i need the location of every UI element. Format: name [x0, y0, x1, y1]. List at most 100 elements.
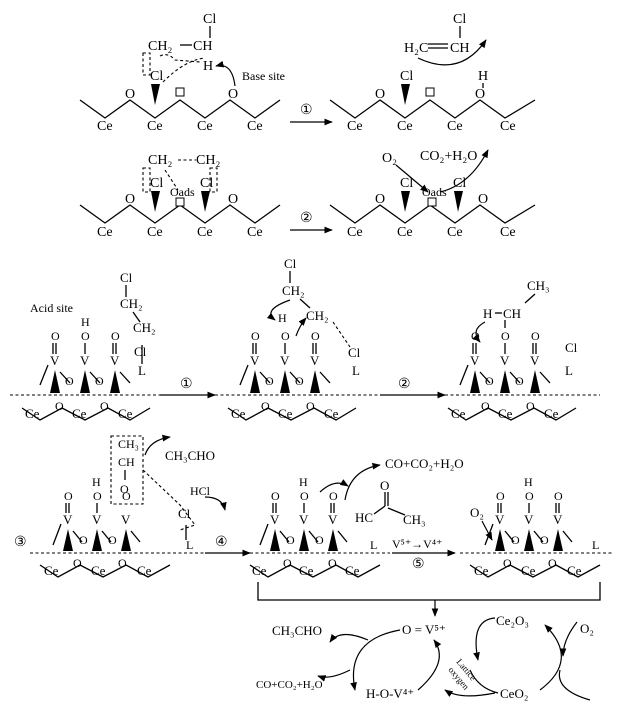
o-atom: O: [55, 399, 64, 413]
cl-atom: Cl: [134, 344, 147, 359]
h-atom: H: [483, 306, 492, 321]
v-atom: V: [50, 353, 60, 368]
o-atom: O: [73, 556, 82, 570]
o-atom: O: [329, 489, 338, 503]
o-atom: O: [511, 533, 520, 547]
bond-wedge: [553, 529, 563, 551]
step-number: ⑤: [412, 557, 425, 572]
o-atom: O: [475, 87, 485, 102]
o-atom: O: [81, 329, 90, 343]
ce-atom: Ce: [137, 563, 152, 578]
o-atom: O: [375, 192, 385, 207]
v-atom: V: [328, 512, 338, 527]
panel-oads-step2: Ce Ce Ce Ce O O Cl Cl Oads CH₂ CH₂ ② Ce …: [79, 149, 536, 240]
ce-atom: Ce: [544, 406, 559, 421]
cl-atom: Cl: [200, 176, 213, 191]
cl-atom: Cl: [453, 12, 466, 27]
ce-atom: Ce: [451, 406, 466, 421]
ch2-group: CH₂: [306, 308, 329, 323]
ch-group: CH: [118, 455, 135, 469]
o-atom: O: [95, 374, 104, 388]
o-atom: O: [271, 489, 280, 503]
ce-atom: Ce: [25, 406, 40, 421]
bond-wedge: [530, 370, 540, 393]
co2-h2o-label: CO₂+H₂O: [420, 149, 477, 164]
o-atom: O: [540, 533, 549, 547]
ce-atom: Ce: [118, 406, 133, 421]
h-atom: H: [92, 475, 101, 489]
o-atom: O: [306, 399, 315, 413]
ce-atom: Ce: [397, 225, 413, 240]
v-atom: V: [553, 512, 563, 527]
o-atom: O: [501, 329, 510, 343]
cl-atom: Cl: [150, 176, 163, 191]
o-atom: O: [300, 489, 309, 503]
panel-redox-cycle: O = V⁵⁺ H-O-V⁴⁺ CH₃CHO CO+CO₂+H₂O Ce₂O₃ …: [256, 582, 601, 701]
cl-atom: Cl: [120, 270, 133, 285]
ce-atom: Ce: [299, 563, 314, 578]
ch-group: CH: [450, 41, 469, 56]
bond-wedge: [401, 191, 410, 212]
bond-wedge: [500, 370, 510, 393]
base-site-label: Base site: [242, 69, 285, 83]
cl-atom: Cl: [150, 69, 163, 84]
o-atom: O: [261, 399, 270, 413]
o-atom: O: [525, 489, 534, 503]
panel-acid-site: Ce Ce Ce O O V V V O O O O O H L Cl Cl C…: [10, 256, 600, 421]
o2-label: O₂: [580, 621, 594, 636]
ce-atom: Ce: [97, 225, 113, 240]
ce-atom: Ce: [72, 406, 87, 421]
cl-atom: Cl: [203, 12, 216, 27]
ce-atom: Ce: [44, 563, 59, 578]
l-label: L: [186, 538, 193, 552]
bond-wedge: [310, 370, 320, 393]
o-atom: O: [380, 478, 389, 493]
l-label: L: [352, 363, 360, 378]
ce-atom: Ce: [345, 563, 360, 578]
bond-wedge: [80, 370, 90, 393]
o-atom: O: [265, 374, 274, 388]
v-atom: V: [495, 512, 505, 527]
bond-wedge: [50, 370, 60, 393]
o-atom: O: [122, 489, 131, 503]
ch3-group: CH₃: [403, 512, 426, 527]
o-atom: O: [51, 329, 60, 343]
ce-atom: Ce: [498, 406, 513, 421]
bond-wedge: [63, 529, 73, 551]
bond-wedge: [280, 370, 290, 393]
h-atom: H: [81, 315, 90, 329]
ce-atom: Ce: [197, 119, 213, 134]
cl-atom: Cl: [348, 345, 361, 360]
ce-atom: Ce: [252, 563, 267, 578]
h-atom: H: [299, 475, 308, 489]
ch3-group: CH₃: [118, 437, 139, 451]
v-atom: V: [250, 353, 260, 368]
ce-atom: Ce: [147, 119, 163, 134]
hc-group: HC: [355, 510, 373, 525]
ceo2-label: CeO₂: [500, 686, 528, 701]
o-atom: O: [481, 399, 490, 413]
oxygen-vacancy-icon: [175, 87, 185, 97]
ce-atom: Ce: [147, 225, 163, 240]
o-atom: O: [93, 489, 102, 503]
l-label: L: [565, 363, 573, 378]
bond-wedge: [495, 529, 505, 551]
v-atom: V: [299, 512, 309, 527]
ce-atom: Ce: [500, 119, 516, 134]
bond-wedge: [454, 191, 463, 212]
o2-label: O₂: [470, 505, 484, 520]
l-label: L: [592, 538, 599, 552]
ce-atom: Ce: [447, 119, 463, 134]
step-number: ①: [180, 377, 193, 392]
bond-wedge: [270, 529, 280, 551]
o-atom: O: [531, 329, 540, 343]
o-atom: O: [526, 399, 535, 413]
ce-atom: Ce: [91, 563, 106, 578]
ce-atom: Ce: [324, 406, 339, 421]
bond-wedge: [524, 529, 534, 551]
ce-atom: Ce: [231, 406, 246, 421]
h2c-group: H₂C: [404, 41, 428, 56]
ce-atom: Ce: [347, 119, 363, 134]
bond-wedge: [328, 529, 338, 551]
v-atom: V: [92, 512, 102, 527]
